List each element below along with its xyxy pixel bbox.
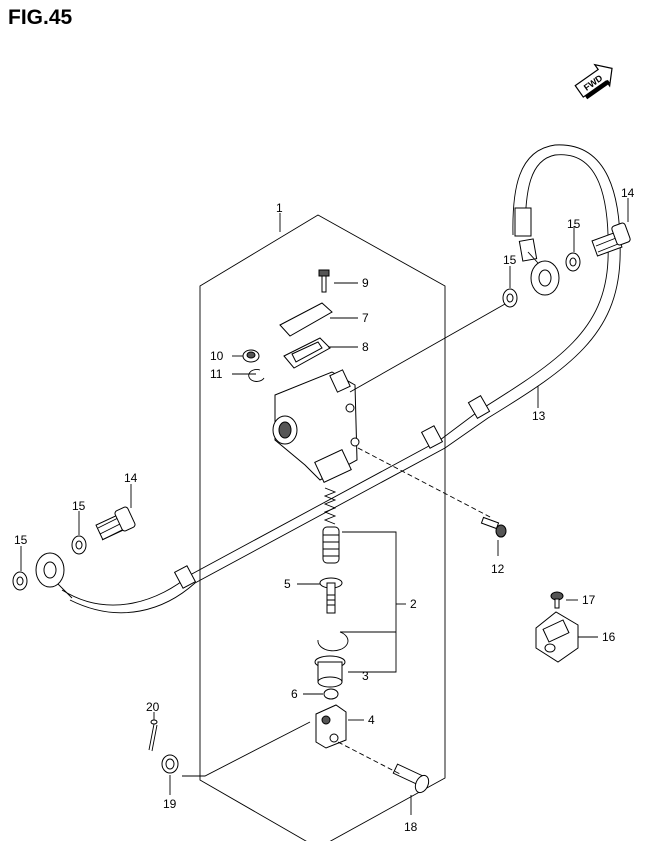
callout-5: 5 (284, 577, 291, 591)
bracket-screw (550, 591, 564, 609)
washer-left-b (12, 571, 28, 591)
cap-screw (318, 269, 330, 293)
callout-9: 9 (362, 276, 369, 290)
boot (314, 655, 346, 688)
brake-hose (61, 144, 621, 614)
reservoir-bracket (535, 611, 579, 663)
callout-14-left: 14 (124, 471, 138, 485)
diaphragm (283, 337, 331, 369)
callout-15-left-a: 15 (72, 499, 86, 513)
union-bolt-left (95, 506, 136, 541)
bleeder-bolt (480, 516, 507, 538)
callout-20: 20 (146, 700, 160, 714)
assembly-outline (199, 214, 446, 841)
callout-1: 1 (276, 201, 283, 215)
reservoir-cap (279, 302, 333, 337)
circlip-large (317, 631, 349, 652)
callout-15-top-b: 15 (567, 217, 581, 231)
spring (323, 487, 337, 525)
master-cylinder-body (272, 369, 360, 483)
clevis-pin (392, 763, 430, 794)
callout-14-top: 14 (621, 186, 635, 200)
banjo-fitting-top (527, 251, 560, 296)
callout-12: 12 (491, 562, 505, 576)
figure-title: FIG.45 (8, 6, 73, 29)
callout-18: 18 (404, 820, 418, 834)
union-bolt-top (591, 222, 631, 257)
washer-top-a (502, 288, 518, 308)
callout-16: 16 (602, 630, 616, 644)
leader-lines (20, 198, 629, 815)
callout-19: 19 (163, 797, 177, 811)
callout-10: 10 (210, 349, 224, 363)
pin-washer (161, 754, 179, 774)
callout-3: 3 (362, 669, 369, 683)
piston (322, 526, 340, 564)
forward-arrow-icon: FWD (574, 63, 613, 100)
callout-15-left-b: 15 (14, 533, 28, 547)
washer-left-a (71, 535, 87, 555)
cotter-pin (148, 719, 158, 752)
nut (323, 688, 339, 700)
circlip-small (248, 369, 265, 382)
o-ring (242, 349, 260, 363)
push-rod (319, 577, 343, 614)
banjo-fitting-left (35, 552, 73, 599)
washer-top-b (565, 252, 581, 272)
callout-13: 13 (532, 409, 546, 423)
callout-labels: 1 9 7 8 10 11 5 2 3 6 4 12 13 14 15 15 1… (14, 186, 635, 834)
callout-7: 7 (362, 311, 369, 325)
clevis (315, 704, 347, 749)
callout-4: 4 (368, 713, 375, 727)
callout-8: 8 (362, 340, 369, 354)
callout-15-top-a: 15 (503, 253, 517, 267)
callout-17: 17 (582, 593, 596, 607)
callout-2: 2 (410, 597, 417, 611)
callout-6: 6 (291, 687, 298, 701)
callout-11: 11 (210, 367, 223, 381)
